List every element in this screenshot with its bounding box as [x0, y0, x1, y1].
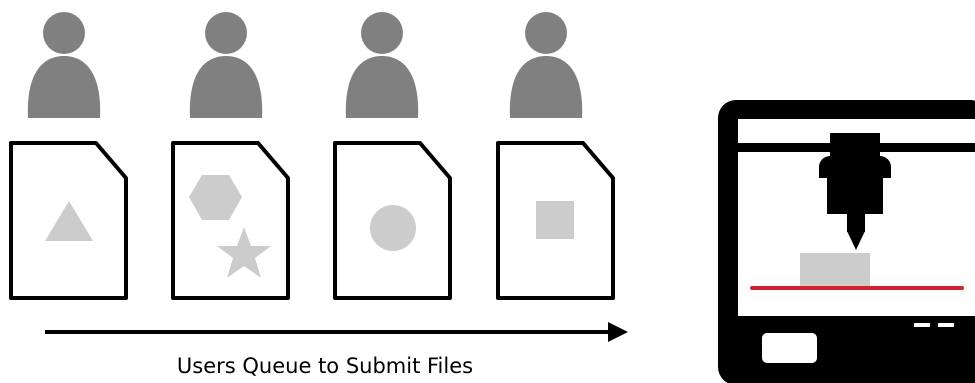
queue-caption: Users Queue to Submit Files — [176, 354, 474, 378]
printer-button — [938, 323, 954, 327]
person-icon — [27, 12, 101, 118]
queue-item-4 — [496, 12, 615, 300]
3d-printer-icon — [718, 100, 975, 383]
queue-item-2 — [171, 12, 290, 300]
person-icon — [509, 12, 583, 118]
arrow-right-icon — [45, 322, 628, 342]
queue-item-1 — [9, 12, 128, 300]
extruder-icon — [819, 133, 891, 250]
person-icon — [189, 12, 263, 118]
printed-part — [800, 253, 870, 286]
person-icon — [345, 12, 419, 118]
square-shape — [536, 201, 574, 239]
queue-item-3 — [333, 12, 452, 300]
triangle-shape — [45, 201, 93, 241]
printer-button — [914, 323, 930, 327]
star-shape — [217, 227, 271, 278]
hexagon-shape — [189, 175, 242, 220]
printer-display — [762, 333, 817, 363]
circle-shape — [370, 205, 416, 251]
